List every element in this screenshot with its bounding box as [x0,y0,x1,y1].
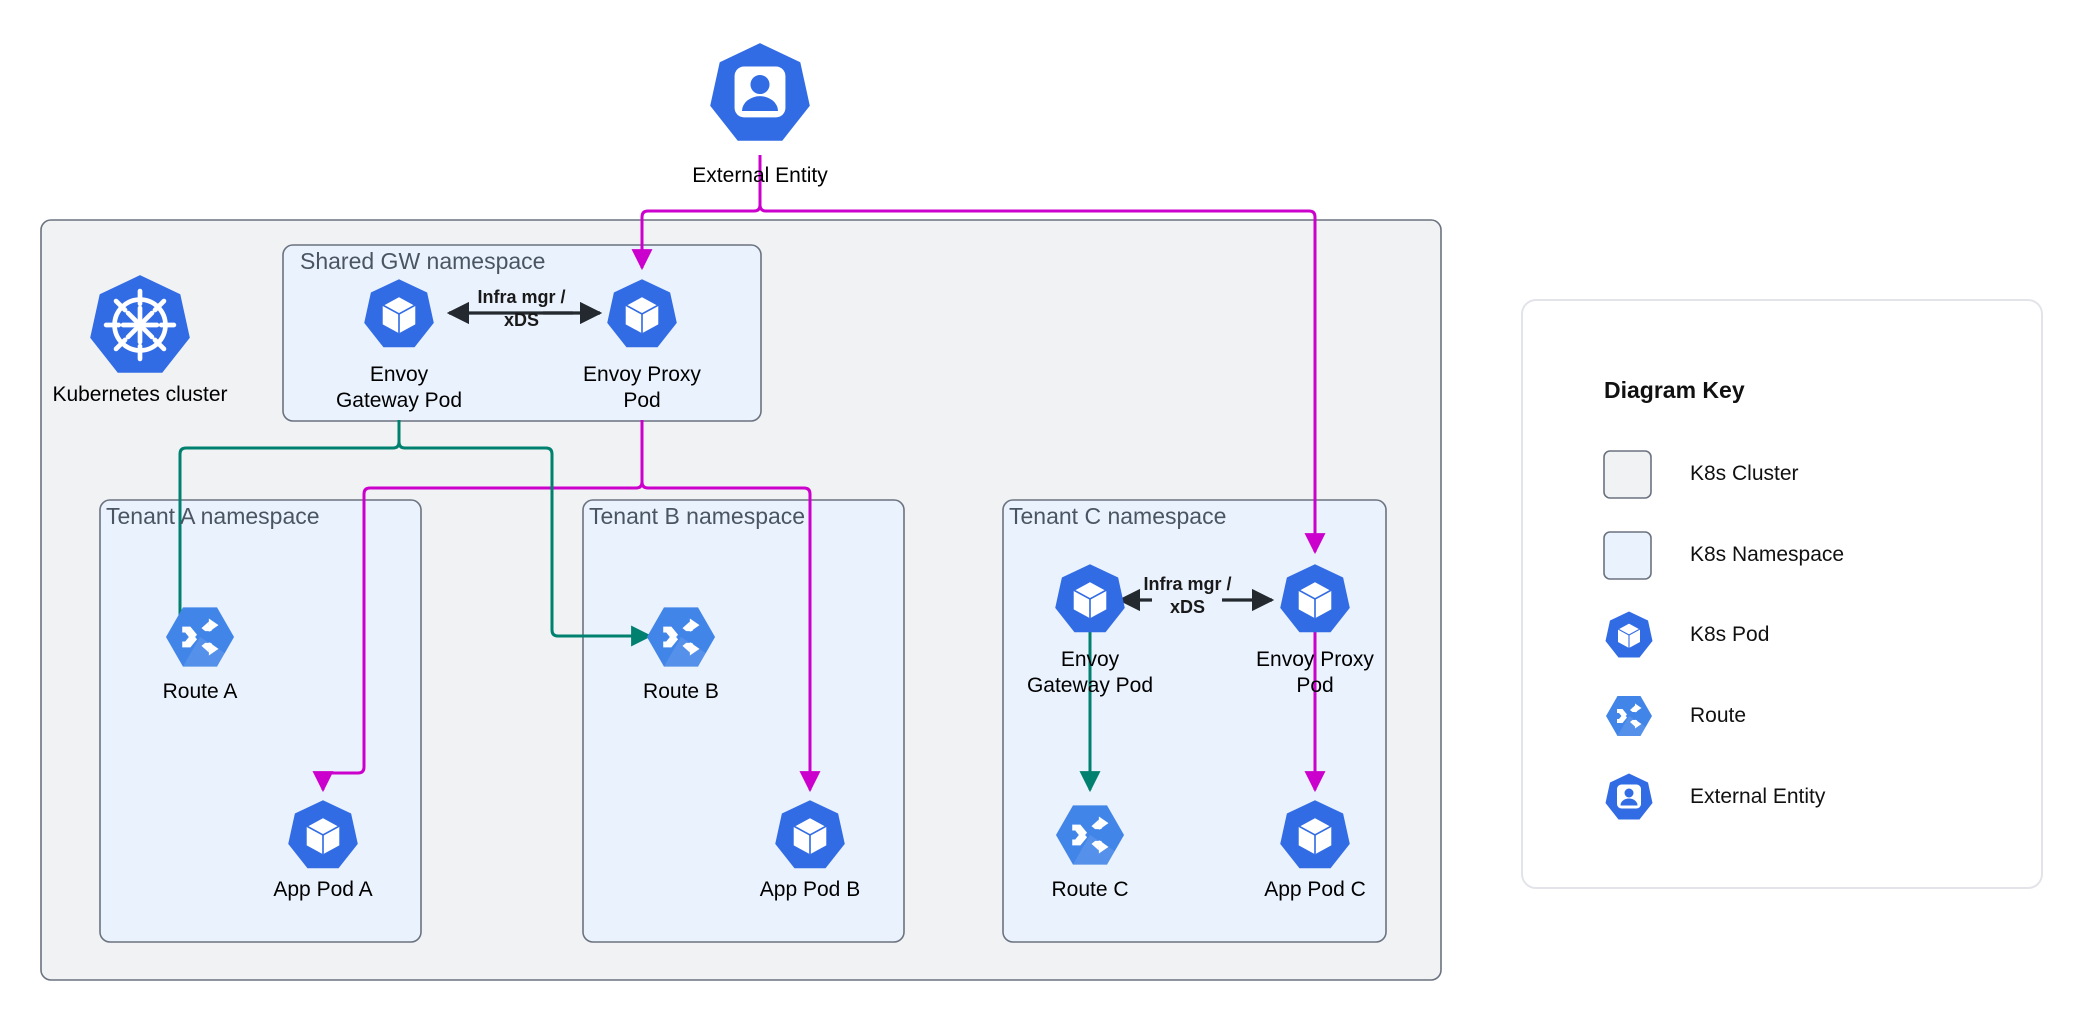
tenant-c-xds-edge-label: Infra mgr / xDS [1143,574,1232,617]
legend-label-k8s-pod: K8s Pod [1690,623,1770,646]
tenant-c-namespace-title: Tenant C namespace [1009,503,1227,529]
shared-gw-xds-edge-label: Infra mgr / xDS [477,287,566,330]
legend-panel [1521,299,2043,889]
legend-namespace-swatch-icon [1603,531,1652,580]
shared-gw-namespace-title: Shared GW namespace [300,248,546,274]
edge-shared-proxy-to-app-pod-b [640,420,821,793]
legend-title: Diagram Key [1604,377,1745,403]
edge-shared-proxy-to-app-pod-a [312,420,644,793]
external-entity-icon [710,43,810,141]
tenant-c-namespace-box [1002,499,1387,943]
tenant-a-namespace-box [99,499,422,943]
edge-shared-gateway-to-route-b [397,420,653,647]
legend-label-route: Route [1690,704,1747,727]
tenant-a-namespace-title: Tenant A namespace [106,503,320,529]
tenant-b-namespace-box [582,499,905,943]
legend-label-k8s-namespace: K8s Namespace [1690,543,1845,566]
tenant-b-namespace-title: Tenant B namespace [589,503,806,529]
legend-label-k8s-cluster: K8s Cluster [1690,462,1799,485]
legend-label-external-entity: External Entity [1690,785,1826,808]
edge-external-to-tenant-c-proxy [758,155,1326,555]
legend-cluster-swatch-icon [1603,450,1652,499]
